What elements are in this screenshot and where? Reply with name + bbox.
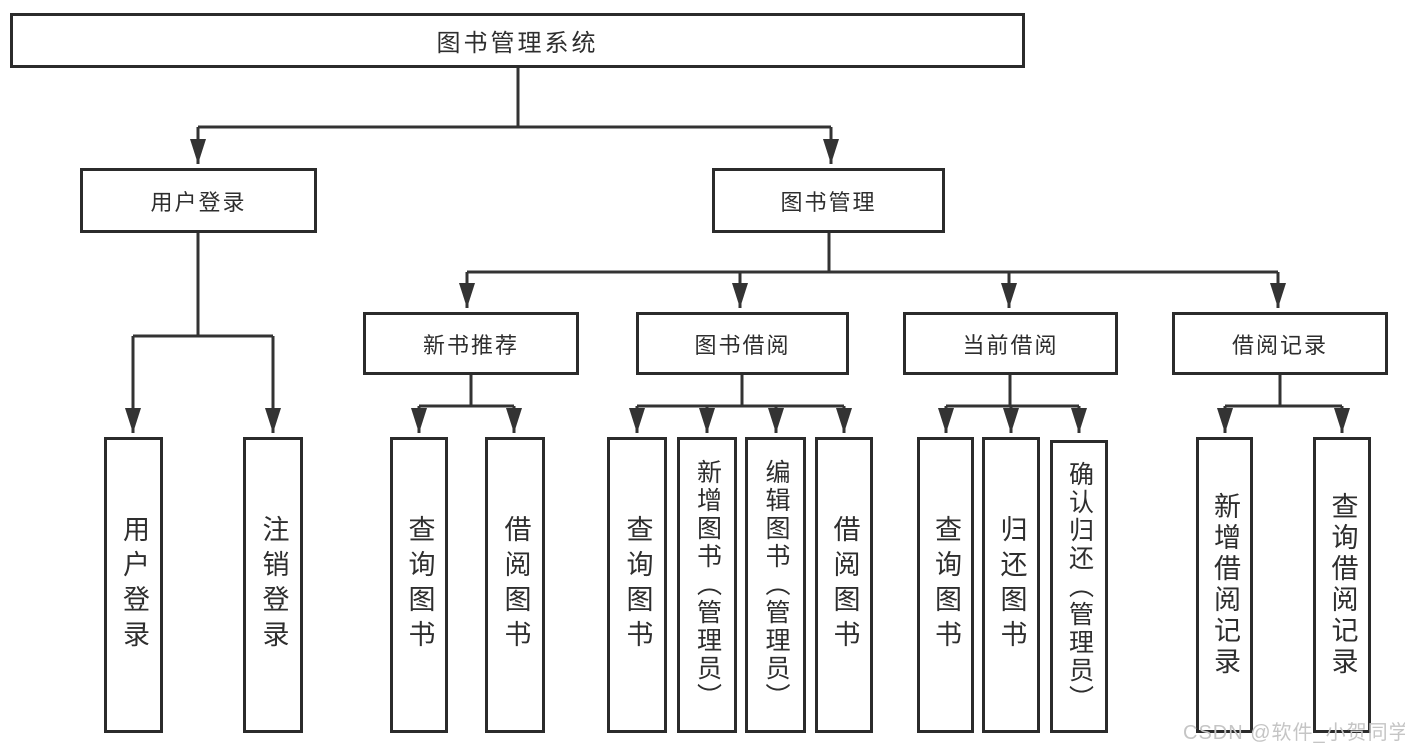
leaf-borrow-query-books: 查询图书	[607, 437, 667, 733]
node-book-borrowing: 图书借阅	[636, 312, 849, 375]
connector-arrows	[125, 127, 1350, 433]
leaf-newbook-borrow-books: 借阅图书	[485, 437, 545, 733]
leaf-borrow-add-books-admin: 新增图书（管理员）	[677, 437, 737, 733]
node-new-book-recommendation: 新书推荐	[363, 312, 579, 375]
connector-book-borrow-split	[637, 375, 844, 408]
leaf-records-query-borrow-record: 查询借阅记录	[1313, 437, 1371, 733]
leaf-current-return-books: 归还图书	[982, 437, 1040, 733]
connector-current-borrow-split	[946, 375, 1079, 408]
leaf-logout-login: 注销登录	[243, 437, 303, 733]
leaf-records-add-borrow-record: 新增借阅记录	[1196, 437, 1253, 733]
leaf-user-login: 用户登录	[104, 437, 163, 733]
connector-root-split	[198, 68, 831, 129]
connector-book-mgmt-split	[467, 233, 1278, 274]
leaf-newbook-query-books: 查询图书	[390, 437, 448, 733]
leaf-current-query-books: 查询图书	[917, 437, 974, 733]
node-user-login: 用户登录	[80, 168, 317, 233]
connector-new-book-split	[419, 375, 514, 408]
leaf-borrow-edit-books-admin: 编辑图书（管理员）	[745, 437, 806, 733]
node-current-borrowing: 当前借阅	[903, 312, 1118, 375]
watermark-text: CSDN @软件_小贺同学	[1183, 722, 1405, 744]
leaf-borrow-borrow-books: 借阅图书	[815, 437, 873, 733]
node-library-system: 图书管理系统	[10, 13, 1025, 68]
leaf-current-confirm-return-admin: 确认归还（管理员）	[1050, 440, 1108, 733]
connector-user-login-split	[133, 233, 273, 338]
connector-borrow-records-split	[1225, 375, 1342, 408]
node-borrowing-records: 借阅记录	[1172, 312, 1388, 375]
node-book-management: 图书管理	[712, 168, 945, 233]
